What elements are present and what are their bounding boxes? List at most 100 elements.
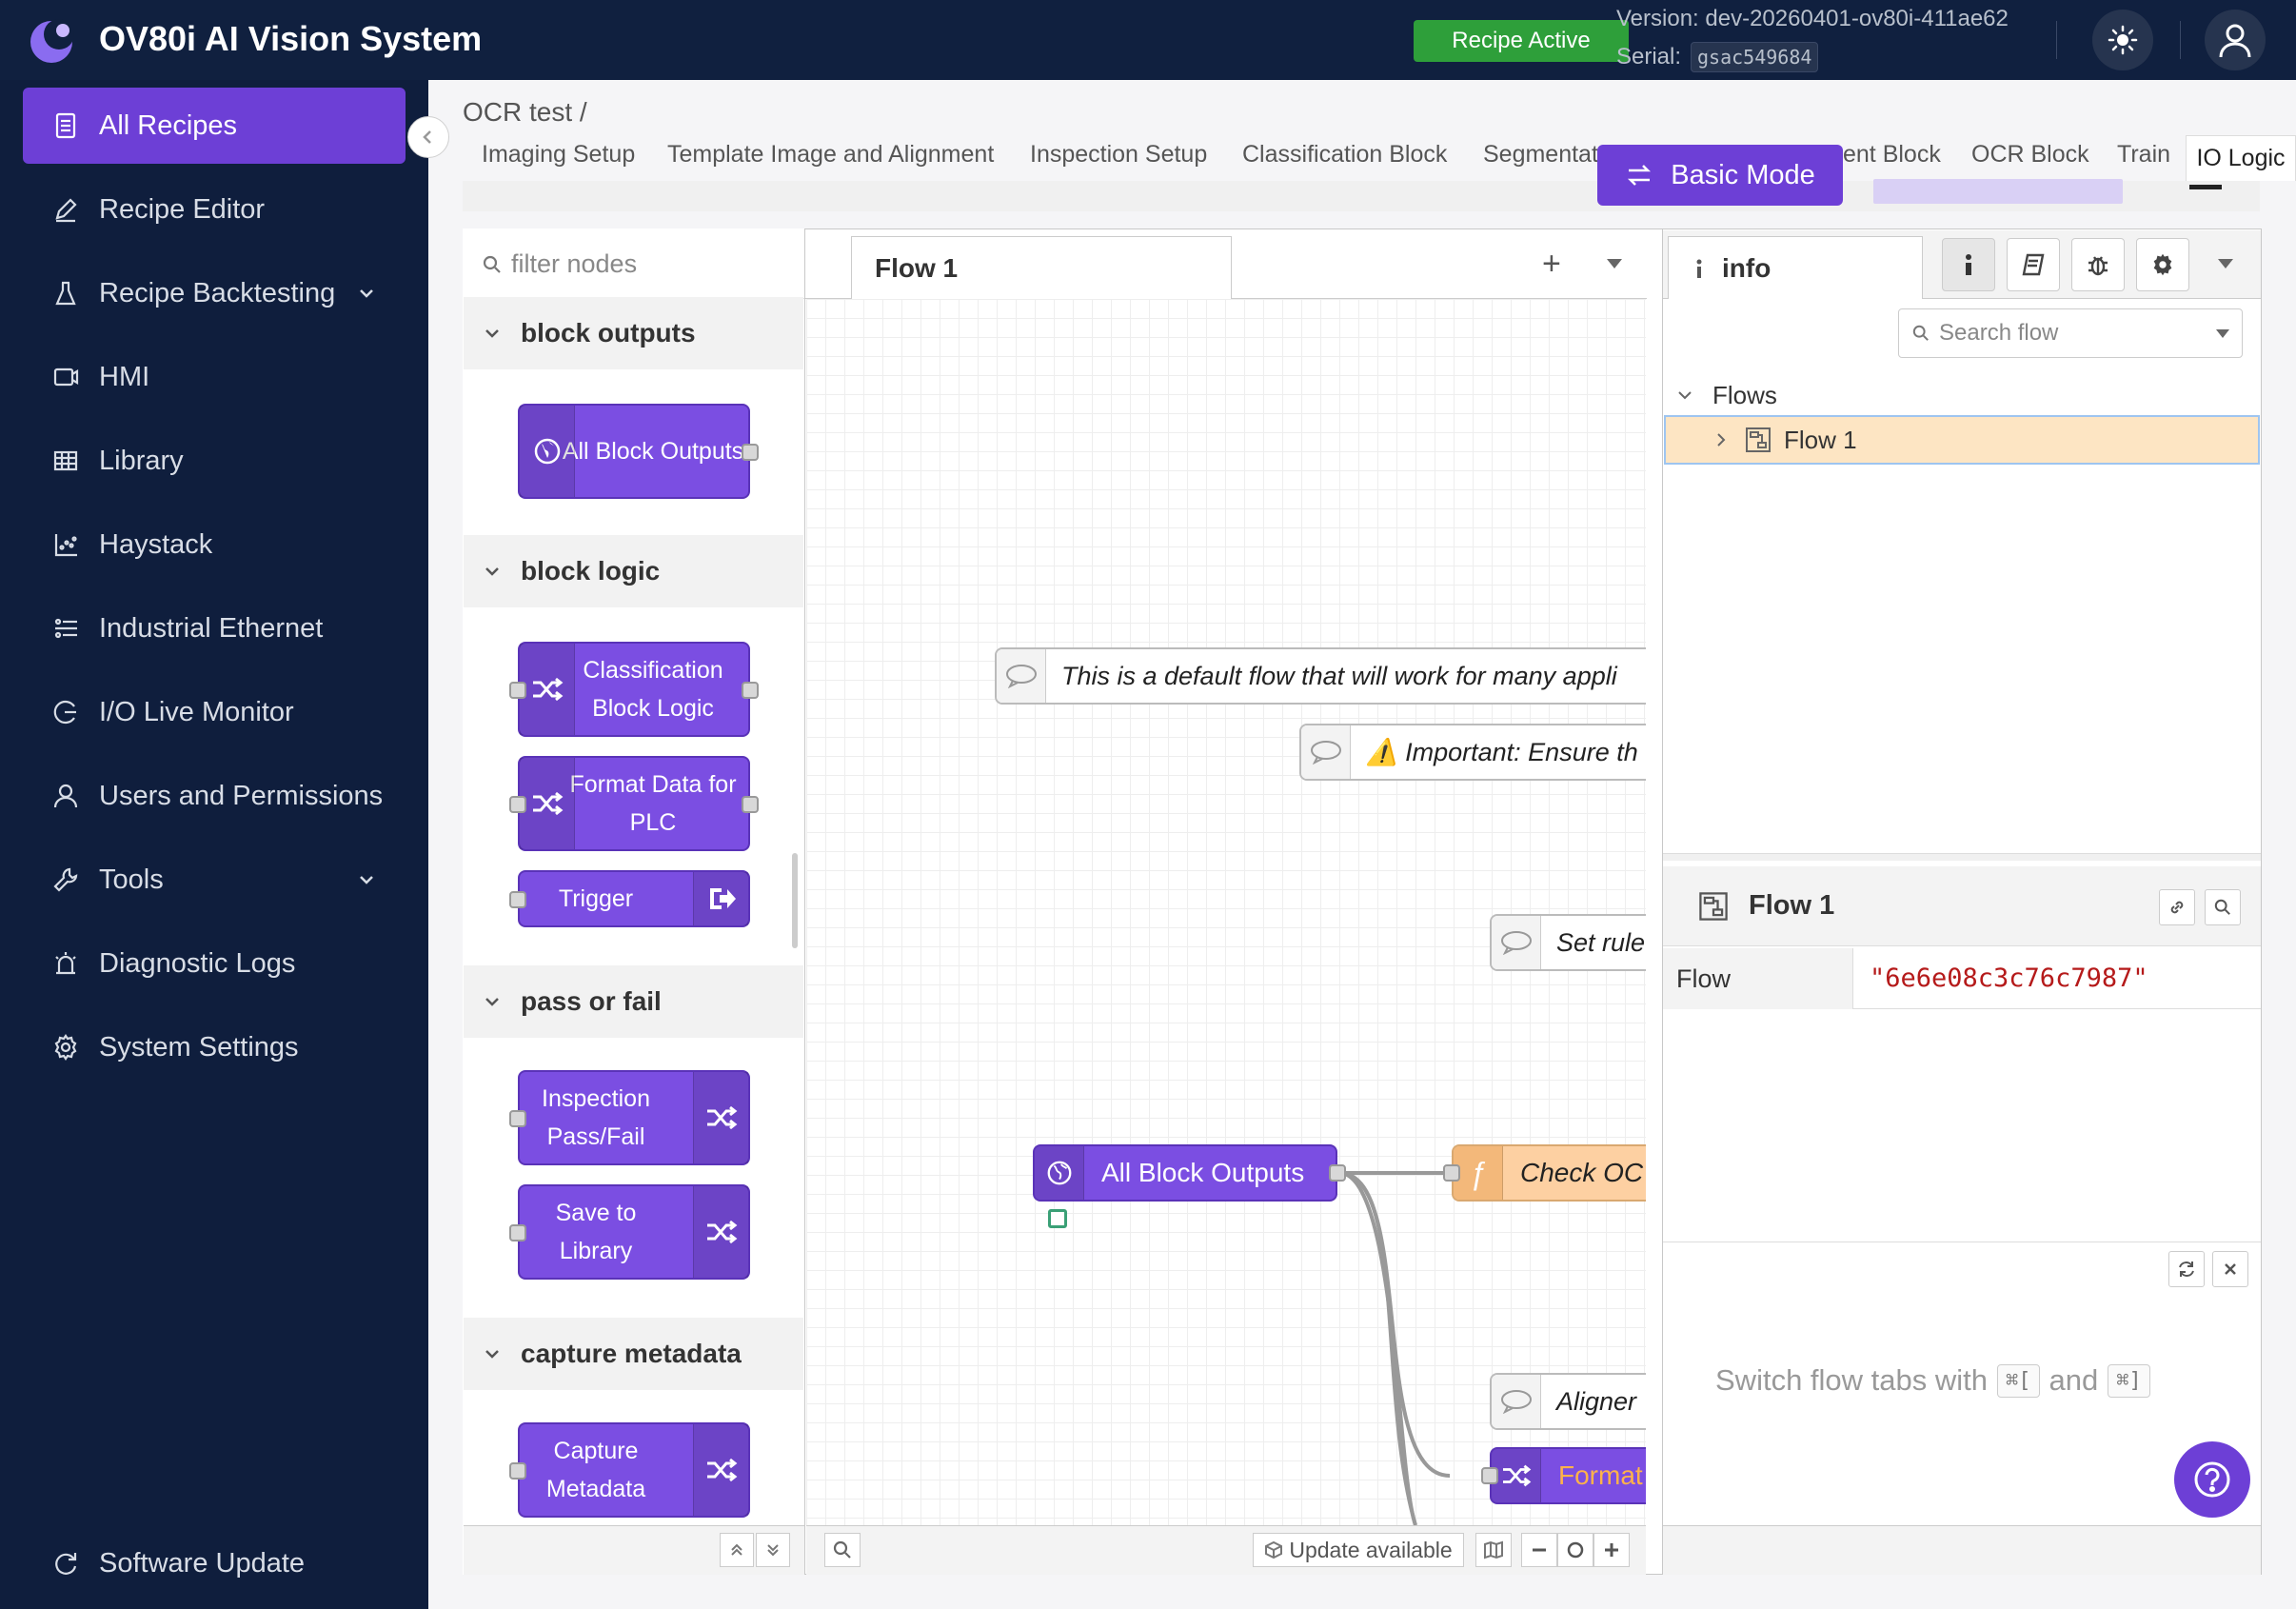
tab-imaging-setup[interactable]: Imaging Setup [482, 141, 636, 168]
tree-label: Flow 1 [1784, 425, 1857, 454]
node-label: Check OC [1520, 1158, 1644, 1187]
zoom-out-button[interactable] [1521, 1533, 1557, 1567]
output-port[interactable] [742, 682, 759, 699]
config-tab-button[interactable] [2136, 238, 2189, 291]
palette-category-pass-or-fail[interactable]: pass or fail [464, 965, 803, 1038]
navigator-button[interactable] [1475, 1533, 1512, 1567]
sidebar-item-label: Industrial Ethernet [99, 612, 324, 644]
search-placeholder: Search flow [1939, 320, 2059, 346]
close-tips-button[interactable] [2212, 1251, 2248, 1287]
comment-node-important[interactable]: ⚠️ Important: Ensure th [1299, 724, 1646, 781]
plus-icon [1605, 1543, 1618, 1557]
input-port[interactable] [509, 796, 526, 813]
palette-node-inspection-pass-fail[interactable]: Inspection Pass/Fail [509, 1070, 750, 1165]
collapse-all-button[interactable] [720, 1533, 754, 1567]
palette-category-block-outputs[interactable]: block outputs [464, 297, 803, 369]
deploy-button[interactable] [1873, 179, 2123, 204]
sidebar-item-library[interactable]: Library [23, 423, 406, 499]
comment-node-default-flow[interactable]: This is a default flow that will work fo… [995, 647, 1646, 705]
input-port[interactable] [509, 891, 526, 908]
tab-classification-block[interactable]: Classification Block [1242, 141, 1448, 168]
basic-mode-button[interactable]: Basic Mode [1597, 145, 1843, 206]
filter-nodes-input[interactable]: filter nodes [464, 230, 804, 299]
palette-node-trigger[interactable]: Trigger [509, 870, 750, 927]
exit-icon [693, 872, 748, 925]
tab-ocr-block[interactable]: OCR Block [1971, 141, 2089, 168]
reveal-button[interactable] [2205, 889, 2241, 925]
tab-segmentation[interactable]: Segmentat [1483, 141, 1598, 168]
copy-link-button[interactable] [2159, 889, 2195, 925]
output-port[interactable] [1329, 1164, 1346, 1182]
expand-all-button[interactable] [756, 1533, 790, 1567]
palette-node-classification-block-logic[interactable]: Classification Block Logic [509, 642, 759, 737]
sidebar-item-hmi[interactable]: HMI [23, 339, 406, 415]
help-tab-button[interactable] [2007, 238, 2060, 291]
search-icon [833, 1540, 851, 1559]
flow-node-all-block-outputs[interactable]: All Block Outputs [1033, 1144, 1337, 1202]
help-button[interactable] [2174, 1441, 2250, 1518]
sidebar-item-diagnostic-logs[interactable]: Diagnostic Logs [23, 925, 406, 1002]
tree-item-flow-1[interactable]: Flow 1 [1664, 415, 2260, 465]
sidebar-item-io-live-monitor[interactable]: I/O Live Monitor [23, 674, 406, 750]
search-flow-input[interactable]: Search flow [1898, 308, 2243, 358]
sidebar-item-users-and-permissions[interactable]: Users and Permissions [23, 758, 406, 834]
sidebar-item-tools[interactable]: Tools [23, 842, 406, 918]
sidebar-item-recipe-backtesting[interactable]: Recipe Backtesting [23, 255, 406, 331]
sidebar-item-all-recipes[interactable]: All Recipes [23, 88, 406, 164]
search-button[interactable] [824, 1533, 861, 1567]
shuffle-icon [693, 1424, 748, 1516]
update-available-button[interactable]: Update available [1253, 1533, 1464, 1567]
palette-node-capture-metadata[interactable]: Capture Metadata [509, 1422, 750, 1518]
panel-resize-handle[interactable] [1663, 853, 2261, 861]
input-port[interactable] [509, 1224, 526, 1242]
tree-flows[interactable]: Flows [1663, 375, 2261, 415]
palette-node-format-data-for-plc[interactable]: Format Data for PLC [509, 756, 759, 851]
add-flow-icon[interactable]: + [1542, 246, 1561, 282]
tab-template-image-and-alignment[interactable]: Template Image and Alignment [667, 141, 995, 168]
zoom-reset-button[interactable] [1557, 1533, 1593, 1567]
sidebar-item-label: Recipe Editor [99, 193, 266, 225]
tab-flow-1[interactable]: Flow 1 [851, 236, 1232, 299]
comment-node-aligner[interactable]: Aligner [1490, 1373, 1646, 1430]
debug-tab-button[interactable] [2071, 238, 2125, 291]
sidebar-item-recipe-editor[interactable]: Recipe Editor [23, 171, 406, 248]
output-port[interactable] [742, 796, 759, 813]
input-port[interactable] [1443, 1164, 1460, 1182]
comment-icon [1492, 916, 1541, 969]
tab-io-logic[interactable]: IO Logic [2186, 135, 2296, 181]
input-port[interactable] [509, 1462, 526, 1480]
user-avatar-icon [2219, 24, 2251, 58]
sidebar-item-system-settings[interactable]: System Settings [23, 1009, 406, 1085]
palette-category-capture-metadata[interactable]: capture metadata [464, 1318, 803, 1390]
input-port[interactable] [509, 682, 526, 699]
input-port[interactable] [1481, 1467, 1498, 1484]
sidebar-collapse-button[interactable] [407, 116, 449, 158]
sidebar-item-software-update[interactable]: Software Update [23, 1525, 406, 1601]
tab-inspection-setup[interactable]: Inspection Setup [1030, 141, 1208, 168]
palette-node-save-to-library[interactable]: Save to Library [509, 1184, 750, 1280]
tab-train[interactable]: Train [2117, 141, 2171, 168]
ethernet-icon [54, 618, 77, 639]
chevron-right-icon [1717, 433, 1726, 447]
flow-canvas[interactable]: This is a default flow that will work fo… [806, 299, 1646, 1525]
sidebar-item-label: System Settings [99, 1031, 299, 1063]
flow-node-check-ocr[interactable]: ƒ Check OC [1452, 1144, 1646, 1202]
tab-info[interactable]: info [1668, 236, 1923, 299]
flow-node-format[interactable]: Format [1490, 1447, 1646, 1504]
user-menu-button[interactable] [2205, 10, 2266, 70]
sidebar-item-haystack[interactable]: Haystack [23, 507, 406, 583]
tab-menu-icon[interactable] [1605, 257, 1624, 275]
palette-scrollbar[interactable] [792, 853, 798, 948]
tab-alignment-block[interactable]: ent Block [1843, 141, 1941, 168]
input-port[interactable] [509, 1110, 526, 1127]
next-tip-button[interactable] [2168, 1251, 2205, 1287]
info-tab-button[interactable] [1942, 238, 1995, 291]
zoom-in-button[interactable] [1593, 1533, 1630, 1567]
theme-toggle-button[interactable] [2092, 10, 2153, 70]
comment-node-set-rule[interactable]: Set rule [1490, 914, 1646, 971]
palette-category-block-logic[interactable]: block logic [464, 535, 803, 607]
sidebar-menu-icon[interactable] [2216, 257, 2235, 275]
sidebar-item-industrial-ethernet[interactable]: Industrial Ethernet [23, 590, 406, 666]
palette-node-all-block-outputs[interactable]: All Block Outputs [518, 404, 759, 499]
output-port[interactable] [742, 444, 759, 461]
